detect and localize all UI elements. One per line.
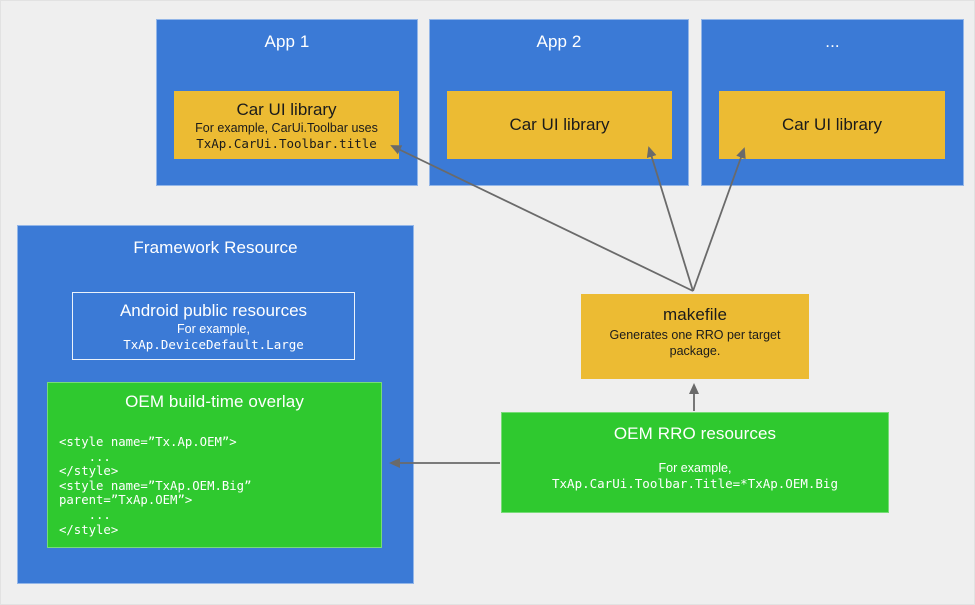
android-public-resources-code: TxAp.DeviceDefault.Large [123,337,304,352]
oem-rro-resources-code: TxAp.CarUi.Toolbar.Title=*TxAp.OEM.Big [552,476,838,491]
android-public-resources-box: Android public resources For example, Tx… [72,292,355,360]
app2-box: App 2 Car UI library [429,19,689,186]
android-public-resources-note: For example, [177,322,250,336]
oem-build-time-overlay-box: OEM build-time overlay <style name=”Tx.A… [47,382,382,548]
app3-box: ... Car UI library [701,19,964,186]
makefile-title: makefile [662,305,728,324]
app1-car-ui-library-box: Car UI library For example, CarUi.Toolba… [174,91,399,159]
code-line: <style name=”TxAp.OEM.Big” [59,478,252,493]
car-ui-library-title: Car UI library [509,115,610,134]
makefile-box: makefile Generates one RRO per target pa… [581,294,809,379]
code-line: </style> [59,464,119,479]
framework-resource-title: Framework Resource [133,238,298,257]
app3-car-ui-library-box: Car UI library [719,91,945,159]
makefile-note: Generates one RRO per target package. [609,328,781,358]
code-line: ... [59,507,111,522]
car-ui-library-note: For example, CarUi.Toolbar uses [195,120,378,135]
oem-rro-resources-box: OEM RRO resources For example, TxAp.CarU… [501,412,889,513]
app2-title: App 2 [536,32,582,51]
overlay-code-block: <style name=”Tx.Ap.OEM”> ... </style> <s… [59,435,381,537]
android-public-resources-title: Android public resources [119,301,308,320]
app2-car-ui-library-box: Car UI library [447,91,672,159]
app1-box: App 1 Car UI library For example, CarUi.… [156,19,418,186]
oem-rro-resources-title: OEM RRO resources [613,424,777,443]
framework-resource-box: Framework Resource Android public resour… [17,225,414,584]
oem-build-time-overlay-title: OEM build-time overlay [125,392,304,411]
code-line: parent=”TxAp.OEM”> [59,493,193,508]
oem-rro-resources-note: For example, [658,461,732,475]
car-ui-library-title: Car UI library [781,115,883,134]
app1-title: App 1 [264,32,310,51]
car-ui-library-code: TxAp.CarUi.Toolbar.title [196,135,377,151]
app3-title: ... [825,32,840,51]
code-line: ... [59,449,111,464]
car-ui-library-title: Car UI library [236,99,337,119]
code-line: </style> [59,522,119,537]
code-line: <style name=”Tx.Ap.OEM”> [59,435,237,449]
